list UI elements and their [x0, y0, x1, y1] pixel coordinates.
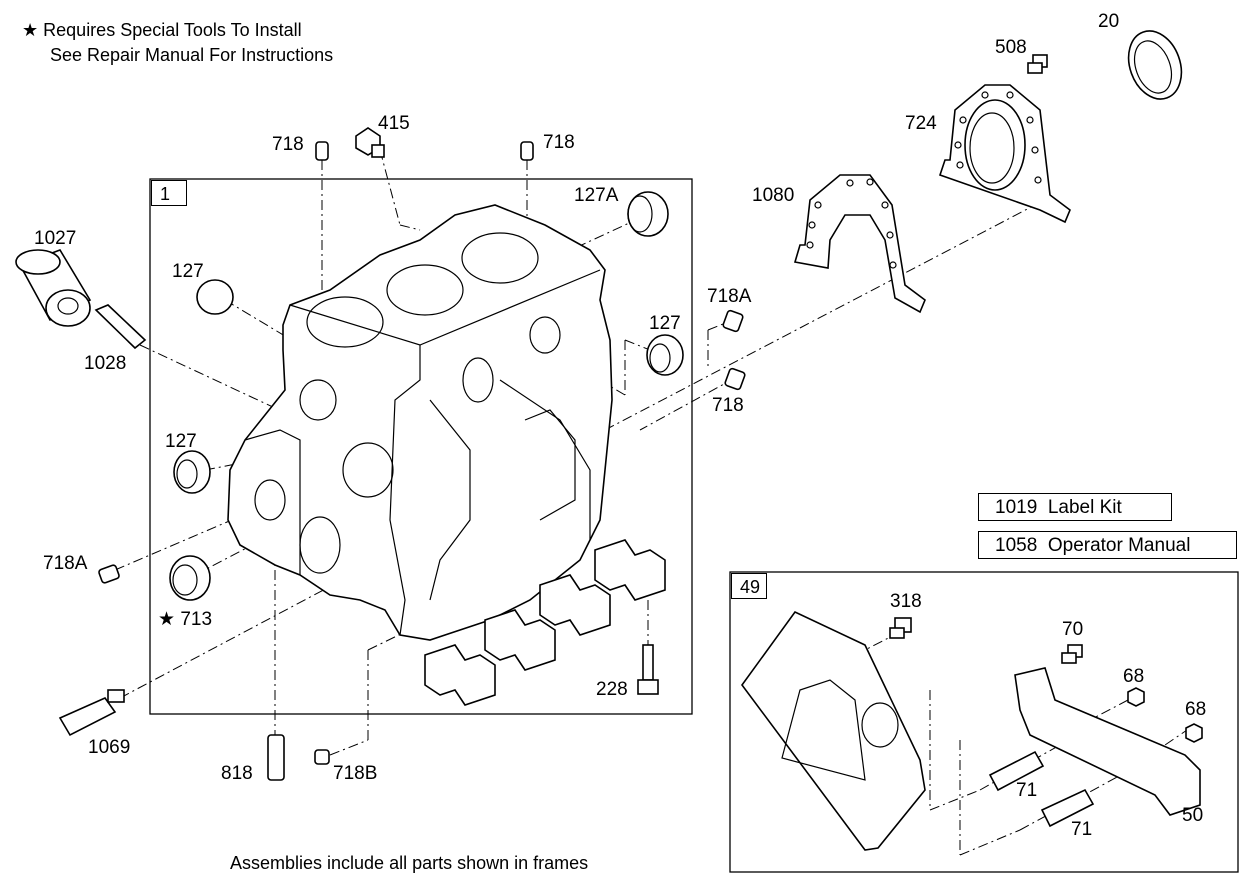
- dowel-718-right: [724, 367, 746, 391]
- dowel-pin-718-right: [520, 141, 534, 161]
- dowel-718B: [314, 749, 330, 765]
- callout-20: 20: [1098, 11, 1120, 32]
- callout-70: 70: [1062, 619, 1084, 640]
- callout-127-upper: 127: [172, 261, 204, 282]
- callout-1080: 1080: [752, 185, 795, 206]
- kit-name: Operator Manual: [1047, 535, 1191, 556]
- engine-block: [227, 204, 613, 641]
- main-frame-tag: 1: [151, 180, 187, 206]
- star-icon: ★: [22, 20, 39, 40]
- callout-68-upper: 68: [1123, 666, 1145, 687]
- callout-718-right: 718: [712, 395, 744, 416]
- stud-71-b: [1040, 788, 1095, 828]
- dowel-718A-right: [722, 309, 744, 333]
- dowel-718A-left: [98, 564, 120, 584]
- seal-713: [169, 555, 211, 601]
- assemblies-footer-note: Assemblies include all parts shown in fr…: [230, 853, 589, 873]
- callout-718A-left: 718A: [43, 553, 88, 574]
- callout-127A: 127A: [574, 185, 619, 206]
- stud-71-a: [988, 750, 1045, 792]
- kit-number: 1058: [995, 535, 1038, 556]
- kit-name: Label Kit: [1047, 497, 1122, 518]
- note-line-2: See Repair Manual For Instructions: [50, 45, 334, 65]
- stud-818: [267, 734, 285, 781]
- dowel-pin-718-left: [315, 141, 329, 161]
- callout-50: 50: [1182, 805, 1204, 826]
- plug-127-mid: [173, 450, 211, 494]
- kit-label-kit: 1019 Label Kit: [978, 493, 1172, 521]
- callout-818: 818: [221, 763, 253, 784]
- backplate: [741, 610, 926, 851]
- main-assembly-frame: [149, 178, 693, 715]
- bearing-caps: [424, 539, 666, 706]
- oil-filter-1027: [15, 249, 92, 327]
- sub-assembly-frame: [729, 571, 1239, 873]
- plug-127A: [627, 191, 669, 237]
- callout-71-lower: 71: [1071, 819, 1093, 840]
- stud-1028: [94, 304, 147, 350]
- callout-718A-right: 718A: [707, 286, 752, 307]
- bolt-318: [889, 617, 912, 639]
- callout-718-top-right: 718: [543, 132, 575, 153]
- bolt-228: [637, 644, 659, 695]
- callout-718B: 718B: [333, 763, 378, 784]
- callout-713: ★ 713: [158, 609, 213, 630]
- callout-718-top-left: 718: [272, 134, 304, 155]
- sub-frame-tag: 49: [731, 573, 767, 599]
- nut-68-b: [1185, 723, 1203, 743]
- plug-415: [355, 127, 385, 158]
- callout-415: 415: [378, 113, 410, 134]
- callout-68-lower: 68: [1185, 699, 1207, 720]
- callout-1028: 1028: [84, 353, 127, 374]
- callout-318: 318: [890, 591, 922, 612]
- nut-68-a: [1127, 687, 1145, 707]
- part-1069: [58, 689, 125, 737]
- leader-lines: [114, 149, 1191, 856]
- kit-number: 1019: [995, 497, 1038, 518]
- callout-127-lower: 127: [165, 431, 197, 452]
- bolt-508: [1027, 54, 1048, 74]
- callout-71-upper: 71: [1016, 780, 1038, 801]
- plug-127-right: [646, 334, 684, 376]
- callout-508: 508: [995, 37, 1027, 58]
- bolt-70: [1061, 644, 1083, 664]
- callout-724: 724: [905, 113, 937, 134]
- callout-127-right: 127: [649, 313, 681, 334]
- special-tools-note: ★ Requires Special Tools To Install: [22, 18, 302, 42]
- bracket-50: [1014, 667, 1201, 816]
- callout-1027: 1027: [34, 228, 77, 249]
- seal-20: [1127, 30, 1183, 100]
- retainer-724: [938, 84, 1071, 224]
- gasket-1080: [793, 174, 926, 314]
- callout-228: 228: [596, 679, 628, 700]
- note-line-1: Requires Special Tools To Install: [43, 20, 302, 40]
- kit-operator-manual: 1058 Operator Manual: [978, 531, 1237, 559]
- plug-127-left: [196, 279, 234, 315]
- star-icon: ★: [158, 609, 176, 630]
- callout-1069: 1069: [88, 737, 131, 758]
